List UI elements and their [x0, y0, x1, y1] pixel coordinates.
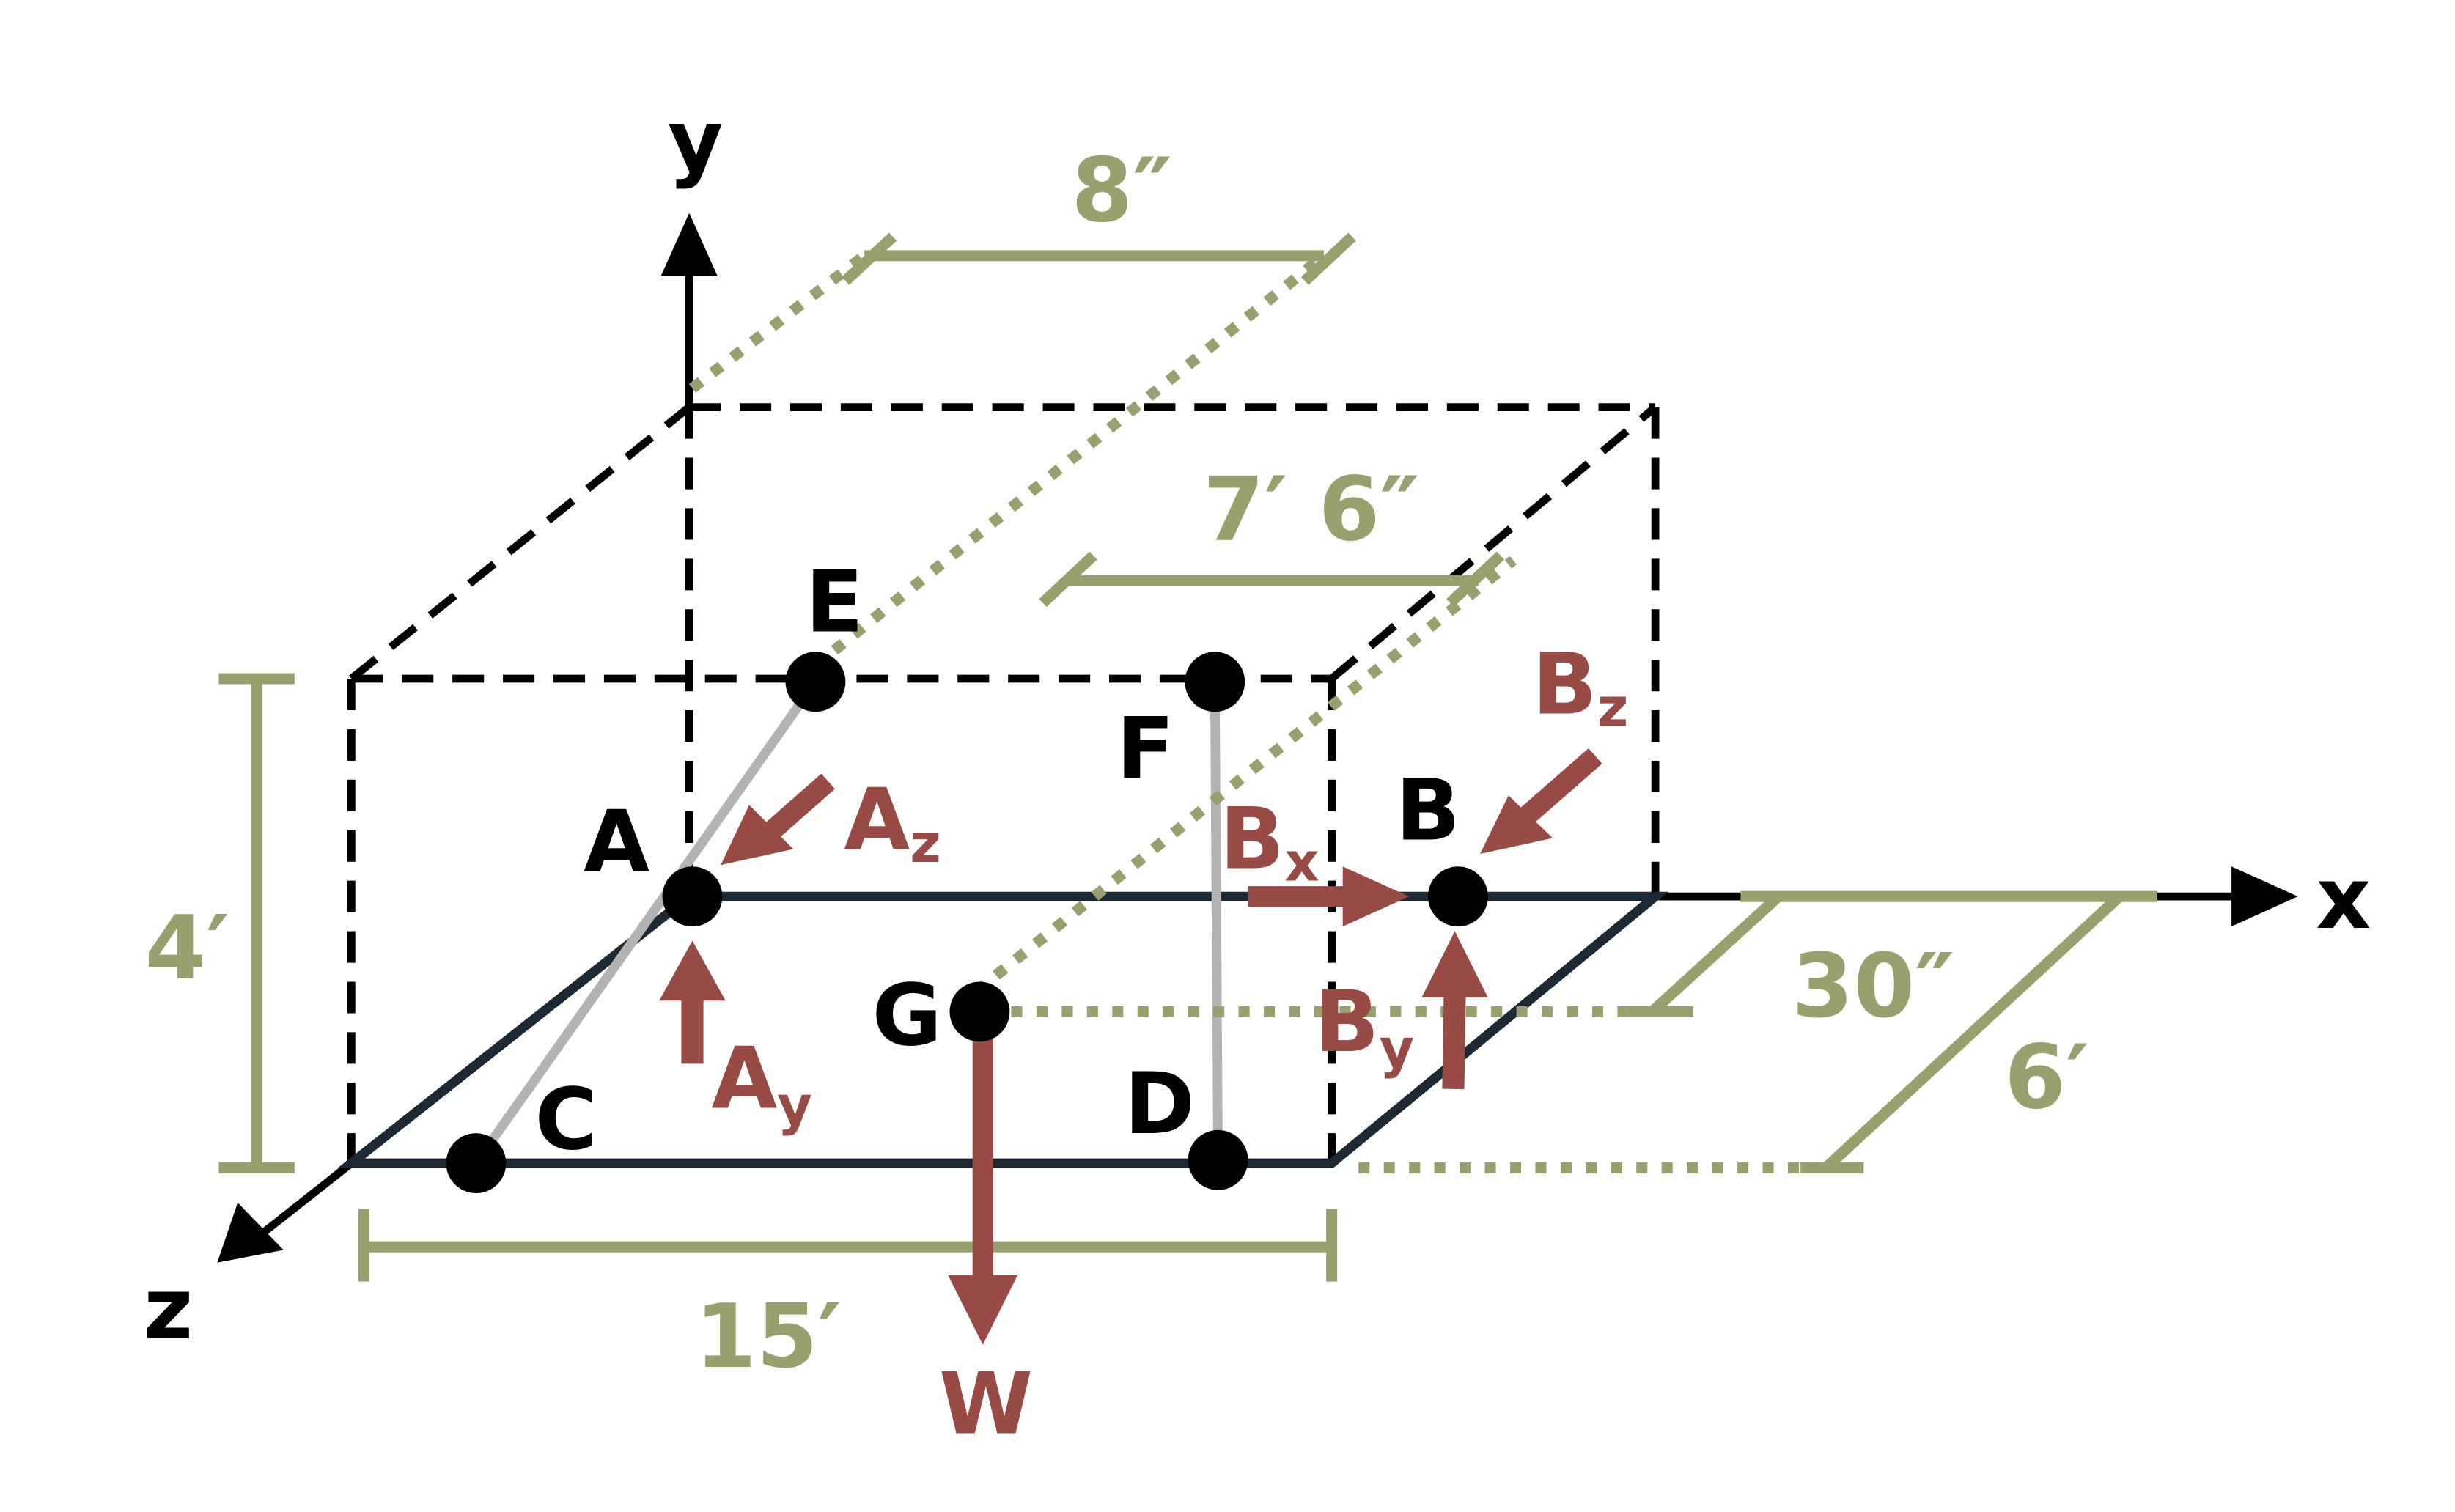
- cables: [472, 679, 1223, 1166]
- point-label-g: G: [872, 967, 942, 1066]
- force-az-head: [721, 805, 794, 866]
- point-g-dot: [949, 981, 1010, 1042]
- dim-label-15ft: 15′: [695, 1286, 842, 1388]
- force-label-ay: Ay: [711, 1030, 812, 1137]
- cable-ce: [472, 679, 820, 1166]
- axis-label-y: y: [668, 92, 724, 191]
- dim-label-7ft6in: 7′ 6″: [1203, 458, 1419, 561]
- axis-label-z: z: [144, 1260, 194, 1359]
- point-c-dot: [446, 1133, 507, 1194]
- force-label-bz: Bz: [1532, 635, 1628, 739]
- force-label-w: W: [939, 1354, 1033, 1453]
- z-axis: [259, 1159, 354, 1238]
- cable-df: [1210, 682, 1223, 1160]
- force-arrows: [659, 748, 1602, 1345]
- point-d-dot: [1188, 1129, 1248, 1190]
- dimension-lines: [218, 232, 2157, 1282]
- point-e-dot: [785, 652, 846, 712]
- force-bz-head: [1480, 795, 1553, 855]
- x-axis-arrowhead: [2231, 866, 2298, 927]
- dim-label-6ft: 6′: [2004, 1027, 2089, 1129]
- axis-label-x: x: [2316, 849, 2371, 948]
- force-by-head: [1421, 931, 1488, 997]
- y-axis-arrowhead: [660, 213, 718, 276]
- force-bx-head: [1342, 866, 1410, 927]
- point-label-d: D: [1125, 1055, 1196, 1154]
- dim-label-4ft: 4′: [145, 897, 230, 1000]
- force-by-shaft: [1442, 991, 1466, 1090]
- z-axis-arrowhead: [217, 1202, 284, 1263]
- point-label-a: A: [584, 793, 649, 892]
- point-b-dot: [1427, 866, 1488, 927]
- dim-label-30in: 30″: [1792, 935, 1954, 1038]
- dashed-box: [347, 403, 1660, 1164]
- point-label-f: F: [1116, 700, 1174, 799]
- force-bz-shaft: [1512, 748, 1602, 830]
- points: [446, 652, 1488, 1194]
- point-label-b: B: [1396, 761, 1461, 860]
- point-f-dot: [1185, 652, 1245, 712]
- point-a-dot: [662, 866, 723, 927]
- force-w-head: [948, 1275, 1018, 1345]
- force-label-by: By: [1314, 973, 1414, 1080]
- dim-label-8in: 8″: [1071, 139, 1172, 242]
- force-ay-head: [659, 940, 726, 1001]
- point-label-c: C: [535, 1071, 597, 1170]
- force-label-bx: Bx: [1220, 789, 1319, 893]
- point-label-e: E: [806, 553, 864, 652]
- force-label-az: Az: [844, 771, 941, 875]
